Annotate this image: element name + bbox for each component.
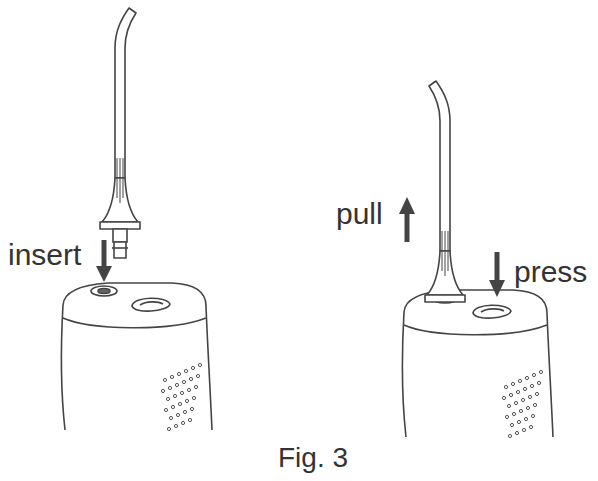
left-flosser [61, 8, 212, 430]
motion-arrows [96, 197, 505, 297]
grip-texture [161, 363, 542, 437]
action-label: pull [336, 199, 383, 229]
action-label: press [514, 257, 587, 287]
action-label: insert [8, 240, 81, 270]
figure-caption: Fig. 3 [278, 444, 348, 472]
